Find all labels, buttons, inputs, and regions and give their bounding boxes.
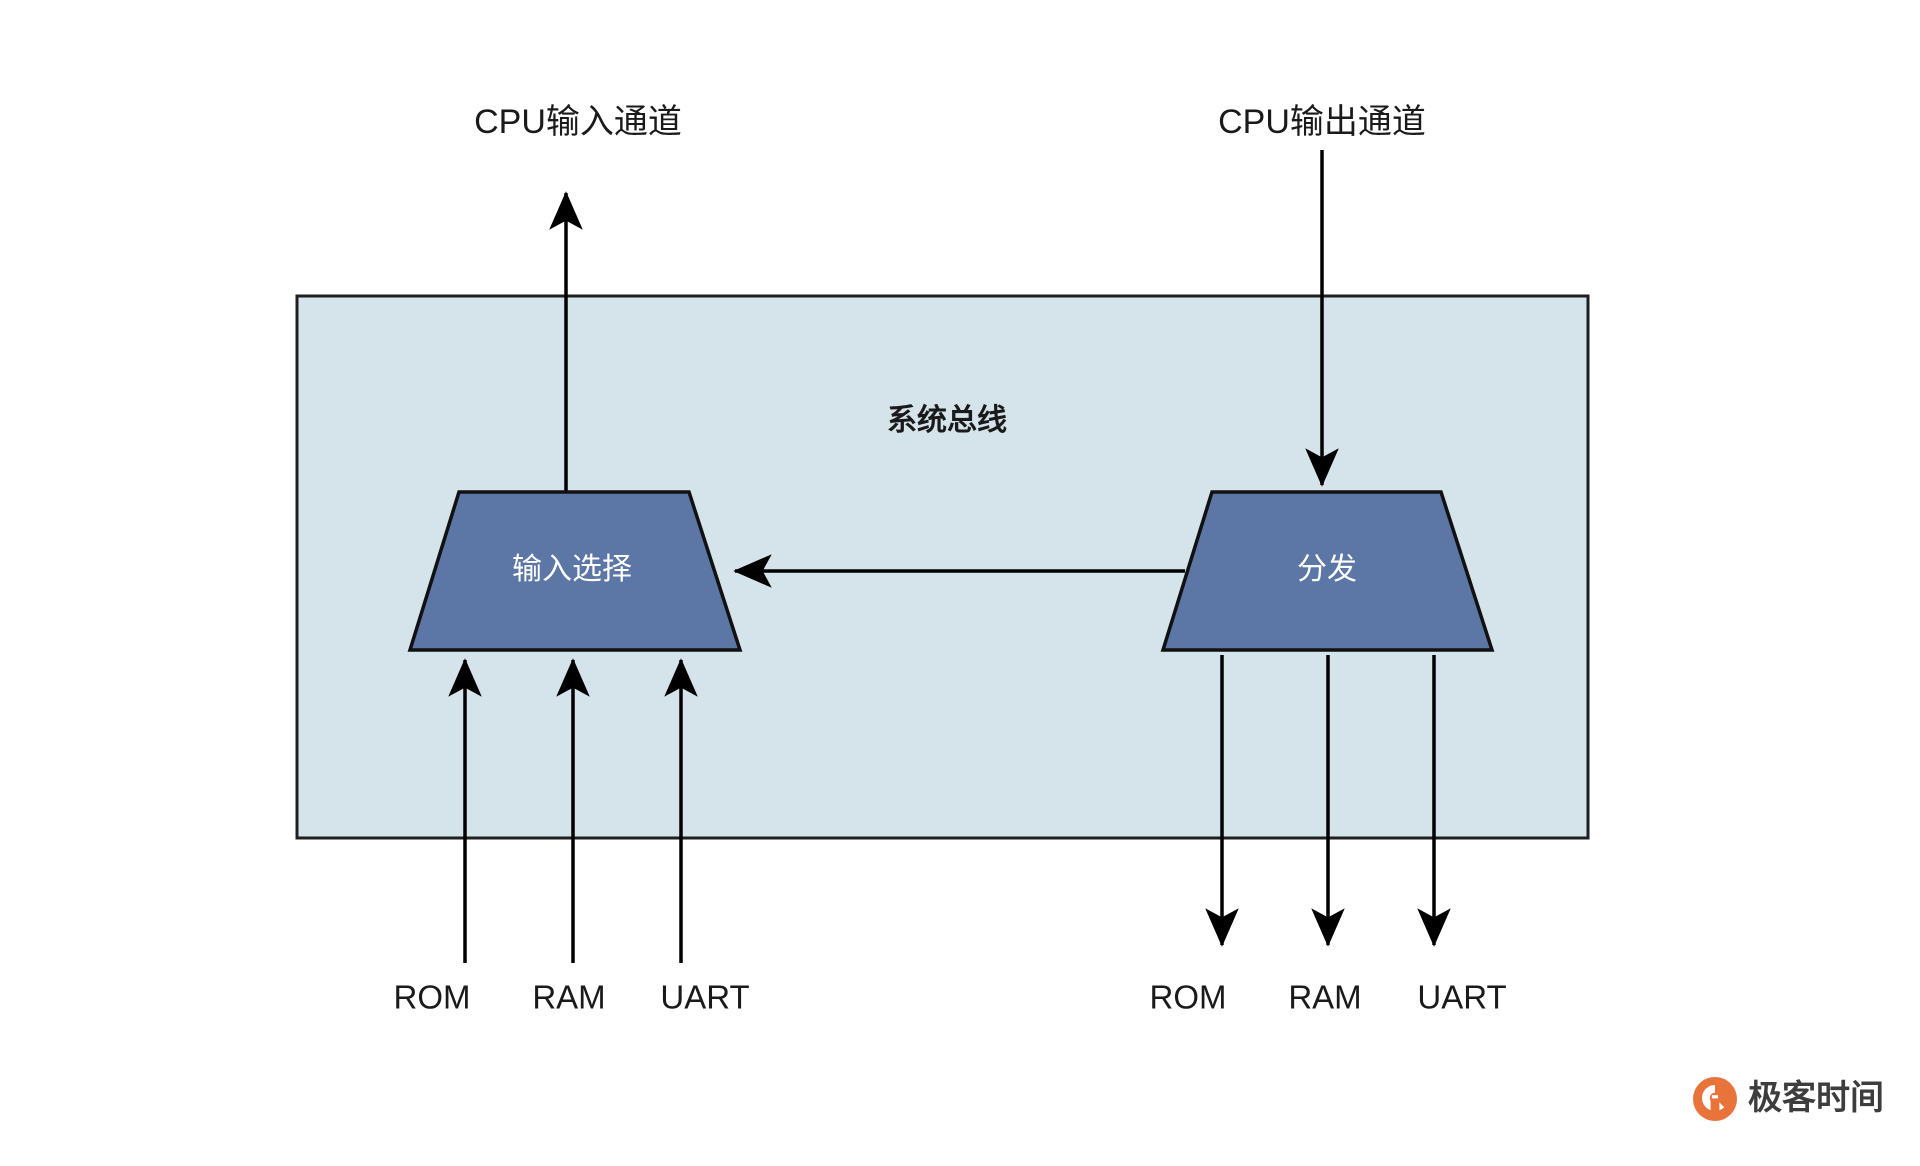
device-label-right-rom: ROM [1150, 979, 1227, 1016]
device-label-left-uart: UART [660, 979, 749, 1016]
block-dispatch-label: 分发 [1297, 553, 1357, 586]
system-bus-title: 系统总线 [887, 403, 1007, 437]
block-input-select-label: 输入选择 [512, 553, 632, 586]
cpu-input-channel-label: CPU输入通道 [474, 103, 682, 141]
geektime-watermark: 极客时间 [1693, 1077, 1884, 1121]
block-dispatch[interactable] [1160, 490, 1495, 652]
geektime-watermark-text: 极客时间 [1748, 1078, 1884, 1117]
device-label-left-rom: ROM [394, 979, 471, 1016]
geektime-logo-icon [1693, 1077, 1737, 1121]
cpu-output-channel-label: CPU输出通道 [1218, 103, 1426, 141]
device-label-left-ram: RAM [532, 979, 605, 1016]
device-label-right-ram: RAM [1288, 979, 1361, 1016]
device-label-right-uart: UART [1417, 979, 1506, 1016]
block-input-select[interactable] [407, 490, 743, 652]
